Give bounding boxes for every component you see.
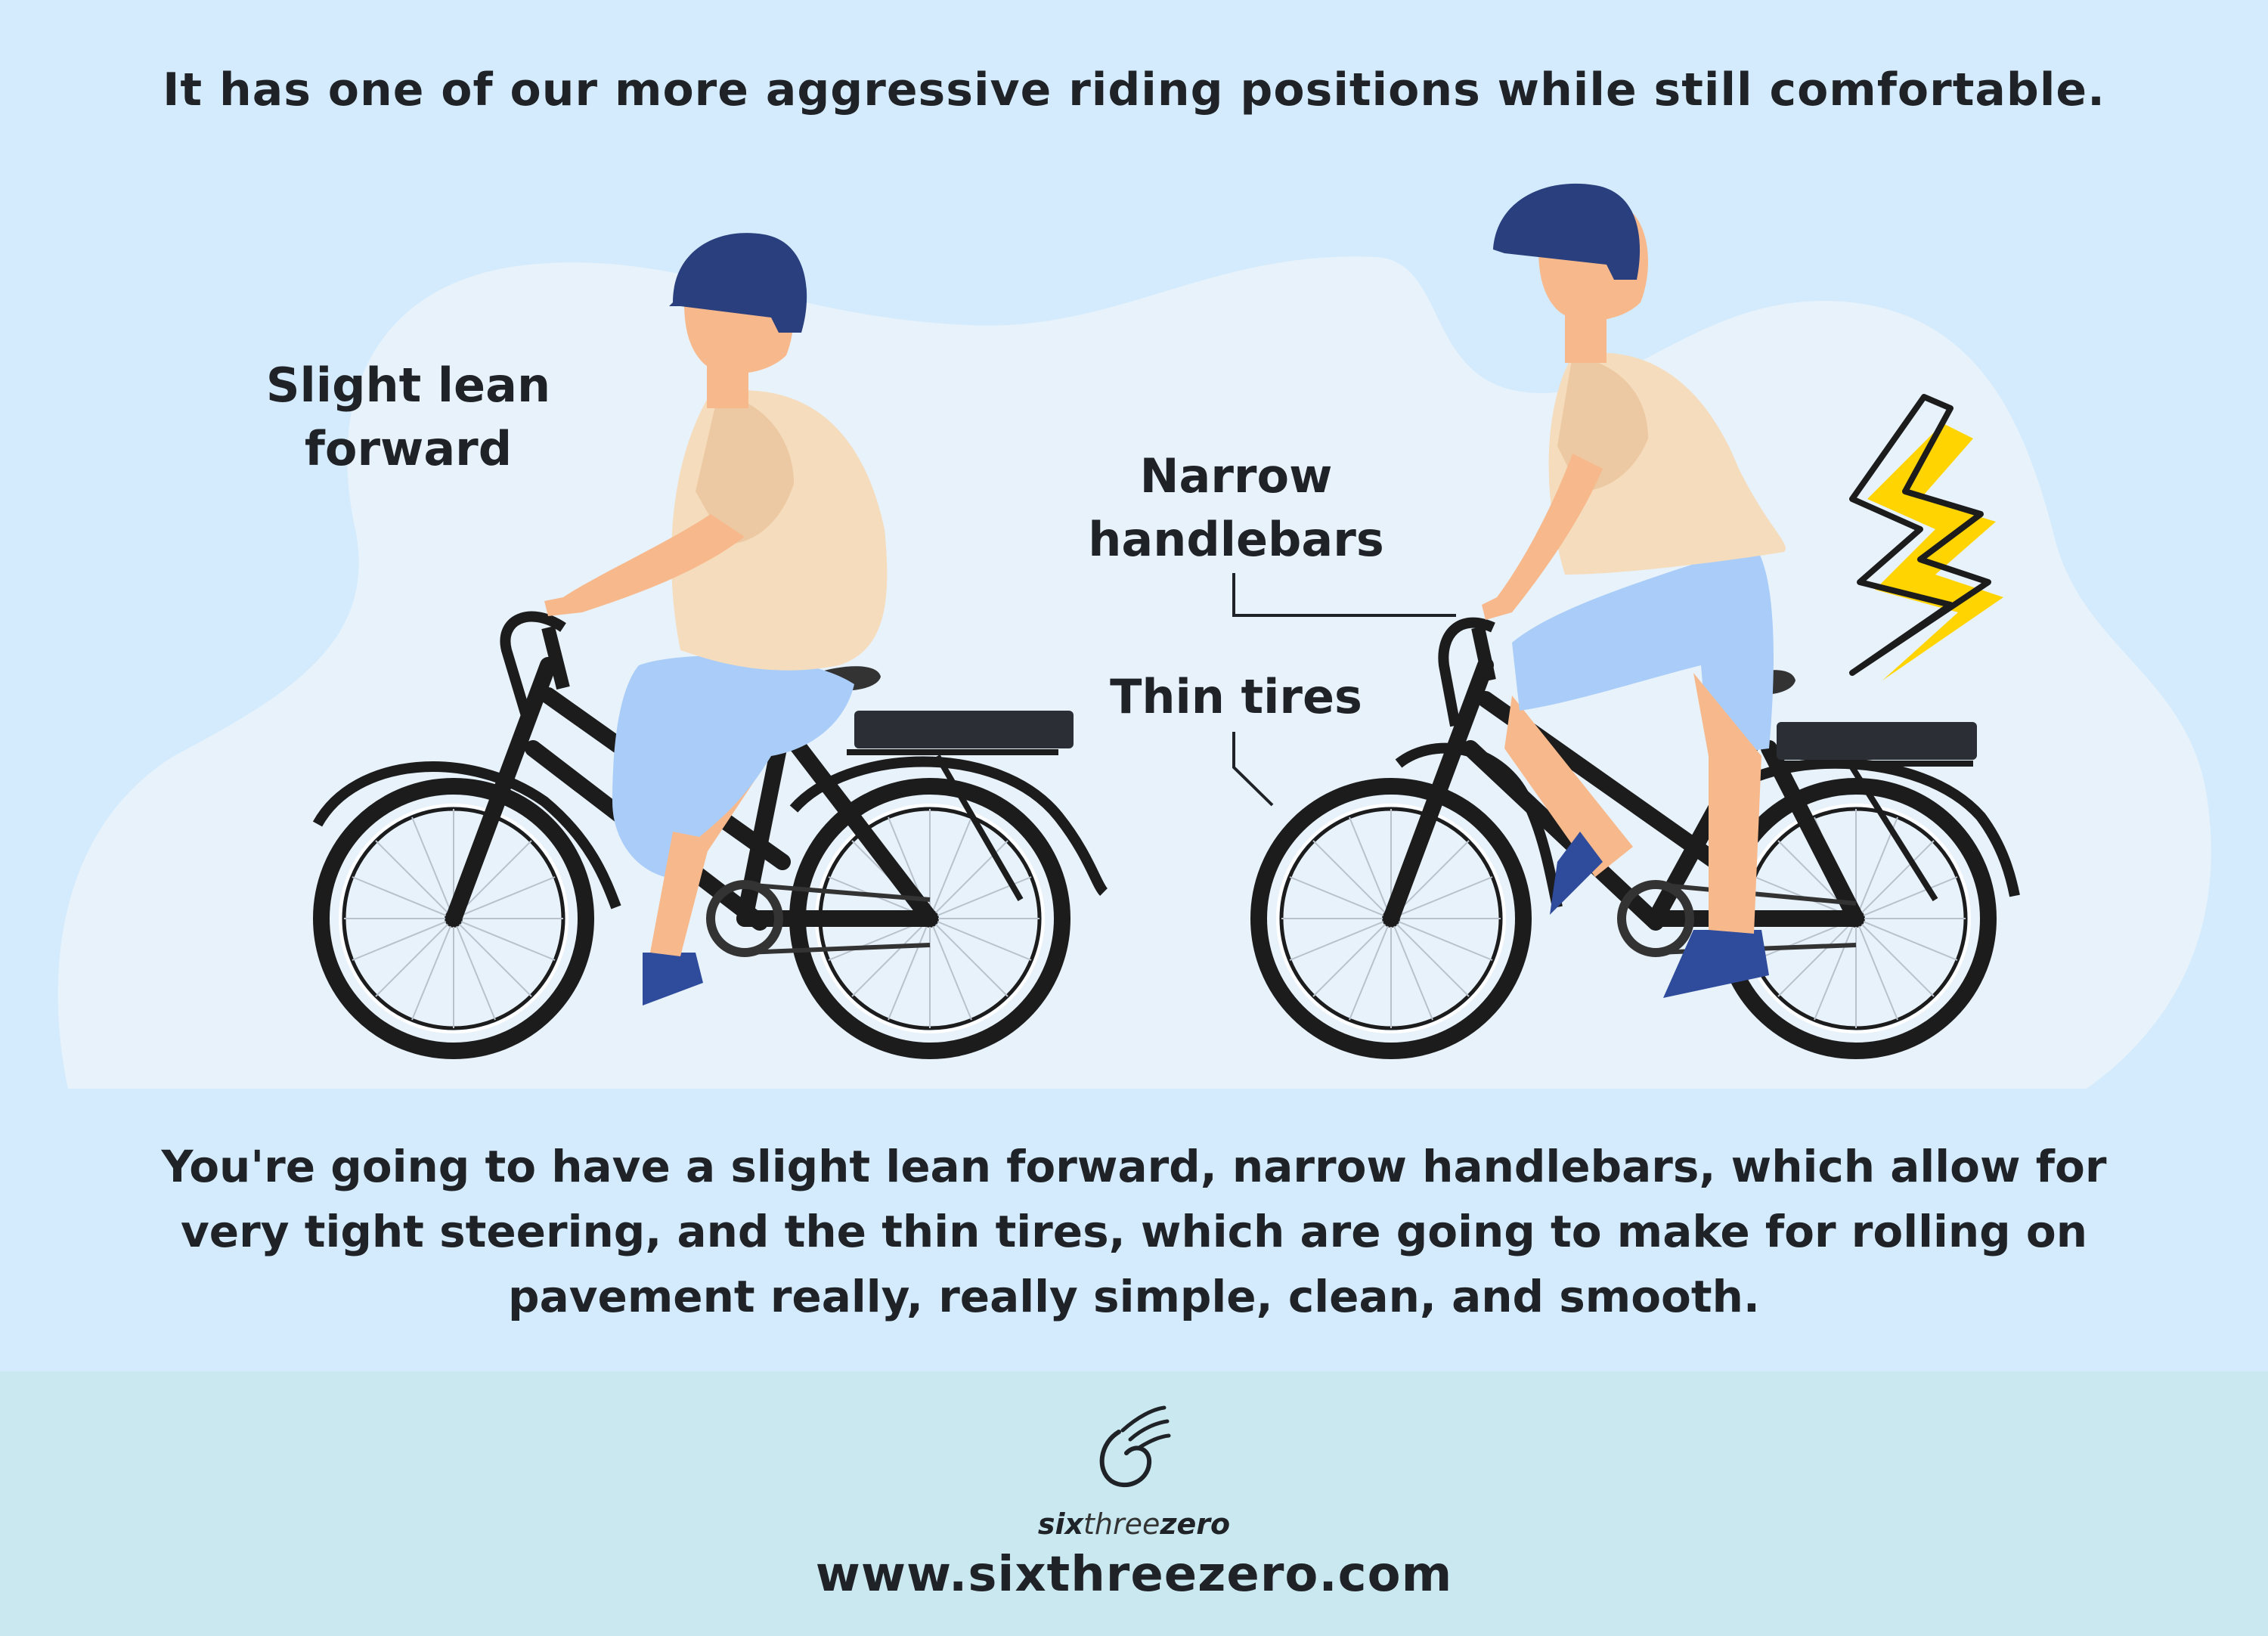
- right-rider: [1482, 183, 1786, 998]
- callout-handlebars: Narrow handlebars: [1074, 445, 1399, 572]
- callout-lean: Slight lean forward: [257, 354, 559, 481]
- callout-tires: Thin tires: [1110, 669, 1362, 724]
- brand-zero: zero: [1160, 1507, 1231, 1541]
- tires-leader: [1232, 732, 1274, 807]
- sixthreezero-logo-icon: [1099, 1405, 1171, 1487]
- description: You're going to have a slight lean forwa…: [161, 1141, 2107, 1322]
- right-bike: [1232, 183, 2020, 1059]
- illustration: [57, 183, 2211, 1089]
- lightning-icon: [1849, 394, 2003, 680]
- brand-three: three: [1083, 1507, 1160, 1541]
- brand-name: sixthreezero: [0, 1507, 2268, 1541]
- callout-handlebars-line1: Narrow: [1139, 448, 1333, 504]
- headline: It has one of our more aggressive riding…: [163, 64, 2105, 116]
- website-link[interactable]: www.sixthreezero.com: [815, 1547, 1453, 1603]
- callout-handlebars-line2: handlebars: [1088, 512, 1384, 567]
- helmet-icon: [1493, 183, 1641, 280]
- footer: sixthreezero www.sixthreezero.com: [0, 1371, 2268, 1636]
- helmet-icon: [669, 233, 807, 333]
- left-bike: [312, 233, 1108, 1059]
- left-rider: [544, 233, 888, 1005]
- callout-lean-line2: forward: [304, 421, 513, 476]
- callout-lean-line1: Slight lean: [265, 358, 551, 413]
- handlebars-leader: [1232, 573, 1456, 617]
- brand-six: six: [1037, 1507, 1084, 1541]
